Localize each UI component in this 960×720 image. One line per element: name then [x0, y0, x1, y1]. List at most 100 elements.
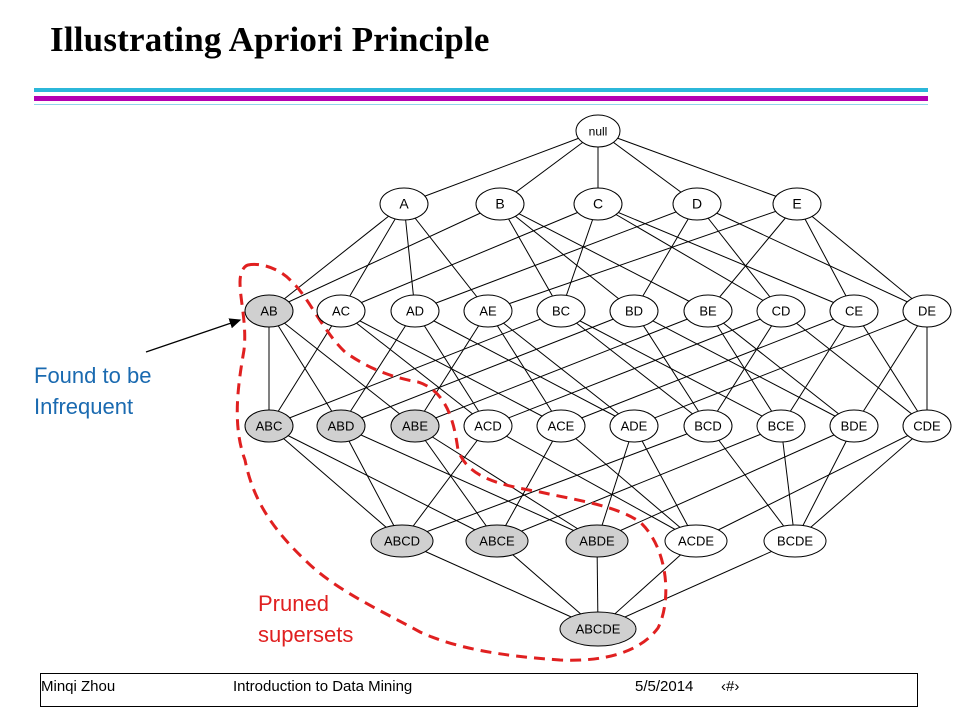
edge-abc-abce — [268, 425, 498, 542]
itemset-node-abde: ABDE — [565, 524, 629, 558]
edge-e-ce — [796, 203, 855, 312]
itemset-node-bd: BD — [609, 294, 659, 328]
itemset-node-acd: ACD — [463, 409, 513, 443]
edge-ac-abc — [268, 310, 342, 427]
itemset-node-abe: ABE — [390, 409, 440, 443]
itemset-node-label: ACDE — [678, 534, 714, 549]
itemset-node-label: CD — [772, 304, 791, 319]
itemset-node-ce: CE — [829, 294, 879, 328]
edge-c-cd — [597, 203, 782, 312]
itemset-node-ae: AE — [463, 294, 513, 328]
edge-de-ade — [633, 310, 928, 427]
itemset-node-shape — [756, 294, 806, 328]
itemset-node-label: BC — [552, 304, 570, 319]
infrequent-pointer-arrow — [145, 318, 242, 353]
itemset-node-label: BCDE — [777, 534, 813, 549]
edge-ace-acde — [560, 425, 697, 542]
itemset-node-label: ADE — [621, 419, 648, 434]
edge-abd-abde — [340, 425, 598, 542]
edge-ae-abe — [414, 310, 489, 427]
itemset-node-label: ABE — [402, 419, 428, 434]
itemset-node-ac: AC — [316, 294, 366, 328]
itemset-node-shape — [829, 294, 879, 328]
itemset-node-shape — [672, 187, 722, 221]
itemset-node-label: D — [692, 196, 702, 212]
edge-ace-abce — [496, 425, 562, 542]
edge-cd-bcd — [707, 310, 782, 427]
itemset-node-bcd: BCD — [683, 409, 733, 443]
edge-a-ad — [403, 203, 416, 312]
edge-acd-acde — [487, 425, 697, 542]
itemset-node-shape — [609, 294, 659, 328]
itemset-node-label: null — [589, 125, 608, 139]
itemset-node-shape — [463, 409, 513, 443]
itemset-node-shape — [683, 294, 733, 328]
itemset-node-cde: CDE — [902, 409, 952, 443]
footer-page-number: ‹#› — [721, 678, 740, 695]
edge-cd-acd — [487, 310, 782, 427]
itemset-node-label: B — [495, 196, 504, 212]
footer-date: 5/5/2014 — [635, 678, 694, 695]
itemset-node-label: CDE — [913, 419, 941, 434]
itemset-node-ade: ADE — [609, 409, 659, 443]
itemset-node-shape — [536, 294, 586, 328]
itemset-node-shape — [316, 409, 366, 443]
edge-abcd-abcde — [401, 540, 599, 630]
itemset-node-label: ACD — [474, 419, 501, 434]
edge-d-de — [696, 203, 928, 312]
edge-a-ac — [340, 203, 405, 312]
title-rule-cyan — [34, 88, 928, 92]
itemset-node-label: AB — [260, 304, 277, 319]
edge-c-ac — [340, 203, 599, 312]
edge-ad-abd — [340, 310, 416, 427]
itemset-node-shape — [573, 187, 623, 221]
itemset-node-shape — [565, 524, 629, 558]
itemset-node-shape — [902, 294, 952, 328]
itemset-node-abcd: ABCD — [370, 524, 434, 558]
title-rule-purple — [34, 96, 928, 101]
itemset-node-shape — [559, 611, 637, 647]
itemset-node-shape — [536, 409, 586, 443]
edge-bde-abde — [596, 425, 855, 542]
edge-cde-acde — [695, 425, 928, 542]
edge-e-be — [707, 203, 798, 312]
itemset-node-shape — [575, 114, 621, 148]
edge-ade-acde — [633, 425, 697, 542]
itemset-node-shape — [244, 409, 294, 443]
itemset-node-a: A — [379, 187, 429, 221]
infrequent-annotation-line-2: Infrequent — [34, 394, 134, 419]
itemset-node-shape — [463, 294, 513, 328]
itemset-node-shape — [609, 409, 659, 443]
edge-a-ae — [403, 203, 489, 312]
itemset-node-abcde: ABCDE — [559, 611, 637, 647]
edge-bce-abce — [496, 425, 782, 542]
itemset-node-null: null — [575, 114, 621, 148]
edge-b-bd — [499, 203, 635, 312]
edge-a-ab — [268, 203, 405, 312]
itemset-node-label: A — [399, 196, 409, 212]
edge-abe-abce — [414, 425, 498, 542]
edge-d-cd — [696, 203, 782, 312]
itemset-node-b: B — [475, 187, 525, 221]
itemset-node-bce: BCE — [756, 409, 806, 443]
itemset-node-be: BE — [683, 294, 733, 328]
lattice-edges — [268, 130, 928, 630]
itemset-node-shape — [379, 187, 429, 221]
itemset-node-shape — [902, 409, 952, 443]
itemset-node-label: ABCDE — [576, 622, 621, 637]
slide-title: Illustrating Apriori Principle — [50, 20, 490, 59]
edge-null-a — [403, 130, 599, 205]
itemset-node-label: DE — [918, 304, 936, 319]
edge-e-ae — [487, 203, 798, 312]
itemset-node-shape — [475, 187, 525, 221]
edge-e-de — [796, 203, 928, 312]
itemset-node-shape — [390, 294, 440, 328]
itemset-node-shape — [316, 294, 366, 328]
pruned-annotation: Pruned supersets — [258, 588, 353, 650]
itemset-node-de: DE — [902, 294, 952, 328]
footer-course: Introduction to Data Mining — [233, 678, 413, 695]
itemset-node-shape — [829, 409, 879, 443]
itemset-node-bcde: BCDE — [763, 524, 827, 558]
itemset-node-label: AE — [479, 304, 497, 319]
edge-d-bd — [633, 203, 698, 312]
